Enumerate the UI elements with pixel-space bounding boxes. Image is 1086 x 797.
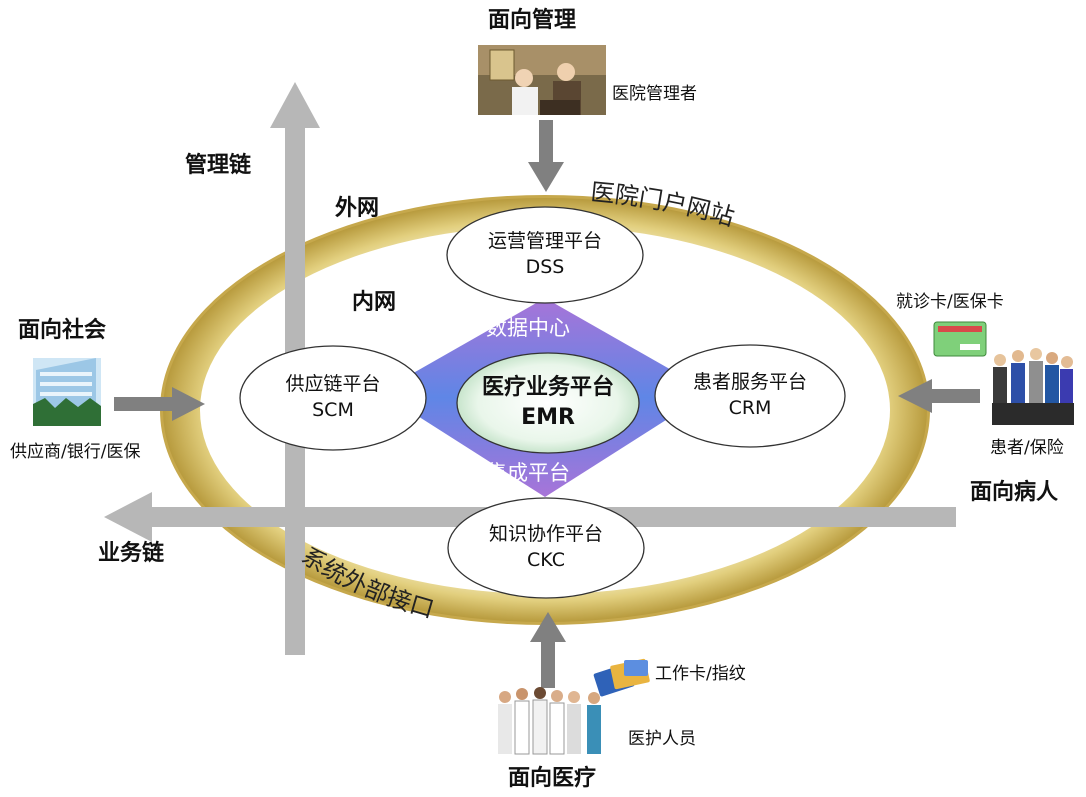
- management-axis-head: [270, 82, 320, 128]
- left-caption: 供应商/银行/医保: [10, 442, 141, 462]
- medical-staff-group: [498, 687, 601, 755]
- bottom-title: 面向医疗: [508, 766, 597, 791]
- right-caption-top: 就诊卡/医保卡: [896, 292, 1004, 312]
- crm-code: CRM: [728, 397, 772, 419]
- scm-platform: [239, 345, 427, 451]
- business-axis-label: 业务链: [98, 541, 165, 566]
- emr-platform: [456, 352, 640, 454]
- scm-code: SCM: [312, 399, 354, 421]
- ckc-platform: [447, 497, 645, 599]
- ckc-code: CKC: [527, 549, 565, 571]
- scm-name: 供应链平台: [285, 373, 381, 396]
- patients-group: [992, 348, 1074, 425]
- right-title: 面向病人: [970, 480, 1059, 505]
- crm-platform: [654, 344, 846, 448]
- inner-network-label: 内网: [352, 290, 397, 315]
- building-photo: [33, 358, 101, 426]
- top-caption: 医院管理者: [612, 84, 697, 104]
- top-title: 面向管理: [488, 8, 577, 33]
- business-axis-head: [104, 492, 152, 542]
- ckc-platform-text: 知识协作平台 CKC: [448, 508, 644, 588]
- emr-code: EMR: [521, 405, 575, 430]
- integration-platform-label: 集成平台: [486, 461, 570, 485]
- crm-name: 患者服务平台: [692, 371, 807, 394]
- dss-code: DSS: [525, 256, 565, 278]
- medical-card: [933, 321, 987, 357]
- emr-name: 医疗业务平台: [481, 375, 614, 401]
- work-cards: [593, 658, 650, 697]
- right-caption-bottom: 患者/保险: [990, 438, 1064, 458]
- bottom-caption-top: 工作卡/指纹: [655, 664, 746, 684]
- dss-platform-text: 运营管理平台 DSS: [447, 215, 643, 295]
- right-input-arrow: [898, 379, 980, 413]
- bottom-caption-bottom: 医护人员: [628, 729, 696, 749]
- managers-photo: [478, 45, 606, 115]
- bottom-input-arrow: [530, 612, 566, 688]
- dss-name: 运营管理平台: [487, 230, 602, 253]
- scm-platform-text: 供应链平台 SCM: [240, 358, 426, 438]
- data-center-label: 数据中心: [486, 316, 570, 340]
- top-input-arrow: [528, 120, 564, 192]
- management-axis-label: 管理链: [185, 153, 252, 178]
- emr-platform-text: 医疗业务平台 EMR: [457, 361, 639, 445]
- ckc-name: 知识协作平台: [488, 523, 603, 546]
- outer-network-label: 外网: [335, 196, 380, 221]
- left-input-arrow: [114, 387, 205, 421]
- crm-platform-text: 患者服务平台 CRM: [655, 356, 845, 436]
- dss-platform: [446, 206, 644, 304]
- left-title: 面向社会: [18, 318, 107, 343]
